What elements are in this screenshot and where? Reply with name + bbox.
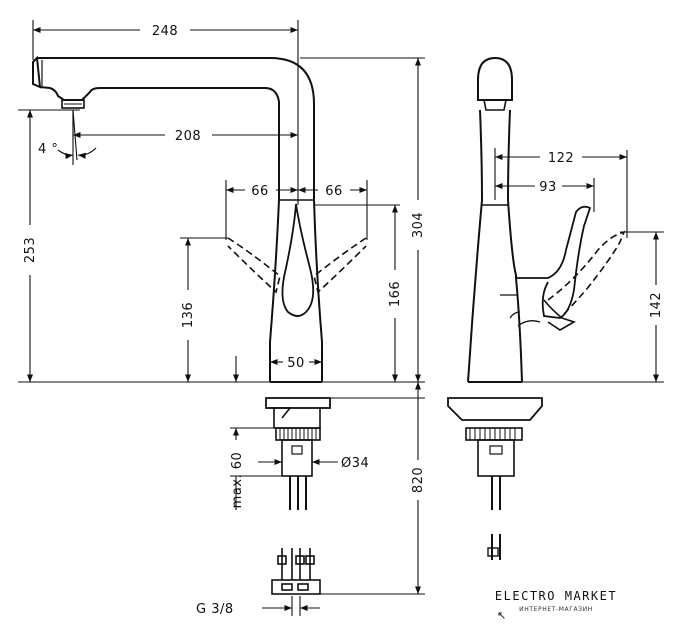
dim-66-left-label: 66	[251, 184, 269, 199]
side-lever	[516, 205, 592, 319]
dim-253-label: 253	[23, 237, 38, 263]
shank	[281, 439, 313, 477]
dim-max60-label: max. 60	[230, 452, 245, 509]
side-body	[467, 109, 484, 383]
logo-title: ELECTRO MARKET	[494, 589, 618, 603]
dim-50-label: 50	[287, 356, 305, 371]
dim-136-label: 136	[181, 302, 196, 328]
side-mounting-plate	[447, 397, 543, 421]
dim-angle-label: 4 °	[38, 142, 58, 157]
dim-d34-label: Ø34	[341, 456, 369, 471]
dim-166-label: 166	[388, 281, 403, 307]
mounting-plate	[265, 397, 331, 409]
dim-122-label: 122	[548, 151, 574, 166]
front-spout-tip	[32, 55, 42, 89]
dim-820-label: 820	[411, 467, 426, 493]
lever-swing-right	[313, 237, 367, 294]
side-dimensions	[494, 148, 664, 383]
hose-connectors	[271, 548, 321, 595]
cursor-arrow-icon: ↖	[497, 609, 507, 622]
dim-248-label: 248	[152, 24, 178, 39]
dim-208-label: 208	[175, 129, 201, 144]
threaded-ring	[275, 427, 321, 441]
electro-market-logo: ELECTRO MARKET ИНТЕРНЕТ-МАГАЗИН ↖	[487, 585, 625, 625]
dim-g38-label: G 3/8	[196, 602, 234, 617]
front-dimensions	[18, 20, 425, 616]
dim-66-right-label: 66	[325, 184, 343, 199]
dim-142-label: 142	[649, 292, 664, 318]
side-view	[447, 56, 626, 560]
side-lever-swing	[547, 230, 626, 319]
dim-304-label: 304	[411, 212, 426, 238]
lever-swing-left	[227, 237, 281, 294]
side-spout-head	[477, 56, 513, 101]
logo-subtitle: ИНТЕРНЕТ-МАГАЗИН	[519, 606, 593, 613]
dim-93-label: 93	[539, 180, 557, 195]
front-lever	[281, 203, 315, 317]
front-spout-lower	[39, 86, 280, 382]
front-view	[32, 55, 367, 595]
aerator	[61, 99, 85, 109]
